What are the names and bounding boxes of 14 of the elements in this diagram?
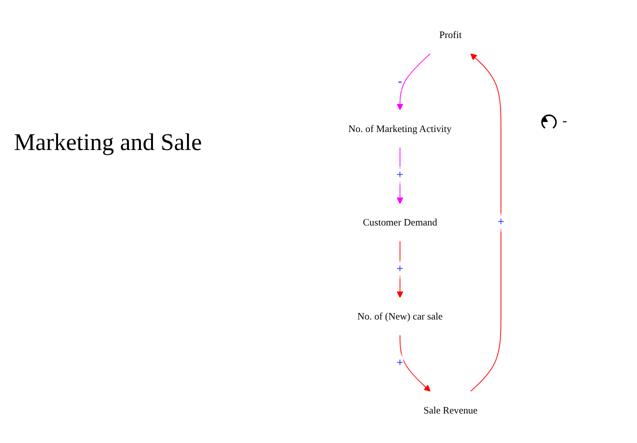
node-text: Profit (439, 28, 462, 40)
edge-label: + (396, 168, 404, 182)
arrow (400, 334, 431, 392)
edge-label: + (396, 356, 404, 370)
node-text: No. of Marketing Activity (348, 122, 452, 134)
edge-label: + (498, 216, 504, 229)
edge-label: - (398, 74, 402, 88)
diagram-title: Marketing and Sale (14, 130, 202, 157)
node-text: Sale Revenue (423, 404, 478, 416)
node-text: Customer Demand (362, 216, 438, 228)
edge-label: + (396, 262, 404, 276)
node-text: No. of (New) car sale (357, 310, 443, 322)
arrow (470, 53, 502, 392)
loop-polarity-sign: - (562, 114, 567, 130)
